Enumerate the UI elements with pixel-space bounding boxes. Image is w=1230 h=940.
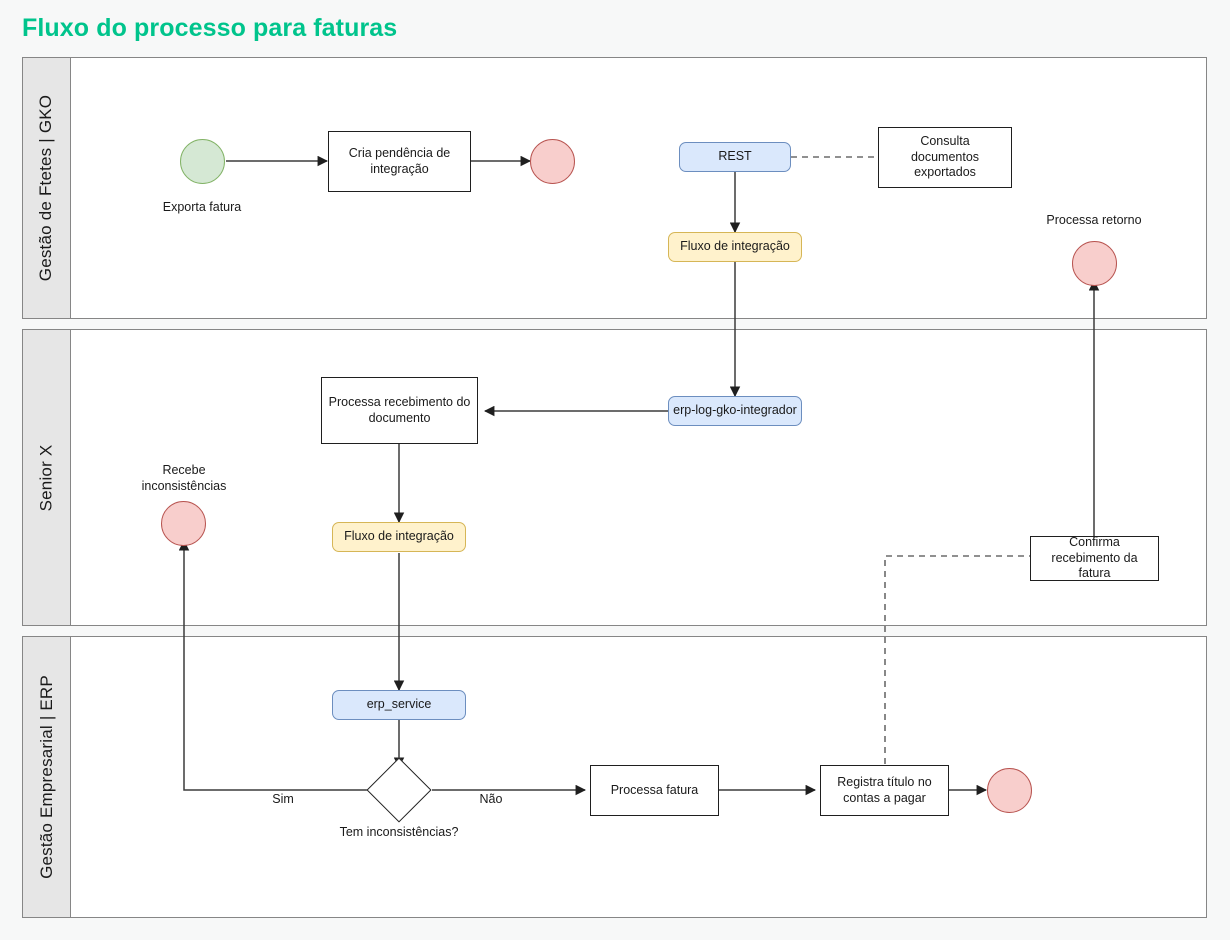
label-tem-inconsistencias: Tem inconsistências? xyxy=(339,825,459,839)
lane-erp-label: Gestão Empresarial | ERP xyxy=(36,675,56,879)
message-confirma-recebimento-da-fatura[interactable]: Confirma recebimento da fatura xyxy=(1030,535,1159,581)
flow-fluxo-de-integracao-gko[interactable]: Fluxo de integração xyxy=(668,232,802,262)
edge-label-nao: Não xyxy=(479,792,503,806)
service-erp-service[interactable]: erp_service xyxy=(332,690,466,720)
flow-fluxo-de-integracao-senior[interactable]: Fluxo de integração xyxy=(332,522,466,552)
end-event-processa-retorno[interactable] xyxy=(1072,241,1117,286)
label-processa-retorno: Processa retorno xyxy=(1046,213,1142,227)
task-processa-fatura[interactable]: Processa fatura xyxy=(590,765,719,816)
label-recebe-inconsistencias: Recebe inconsistências xyxy=(141,463,227,493)
edge-label-sim: Sim xyxy=(272,792,294,806)
message-consulta-documentos-exportados[interactable]: Consulta documentos exportados xyxy=(878,127,1012,188)
page-title: Fluxo do processo para faturas xyxy=(22,14,398,42)
task-cria-pendencia-de-integracao[interactable]: Cria pendência de integração xyxy=(328,131,471,192)
lane-senior-header: Senior X xyxy=(23,330,71,625)
lane-gko-label: Gestão de Ftetes | GKO xyxy=(36,94,56,282)
lane-gko-body xyxy=(71,58,1206,318)
start-event-exporta-fatura[interactable] xyxy=(180,139,225,184)
lane-erp-header: Gestão Empresarial | ERP xyxy=(23,637,71,917)
service-rest[interactable]: REST xyxy=(679,142,791,172)
lane-gko-header: Gestão de Ftetes | GKO xyxy=(23,58,71,318)
end-event-gko[interactable] xyxy=(530,139,575,184)
lane-gko: Gestão de Ftetes | GKO xyxy=(22,57,1207,319)
task-processa-recebimento-do-documento[interactable]: Processa recebimento do documento xyxy=(321,377,478,444)
label-exporta-fatura: Exporta fatura xyxy=(162,200,242,214)
task-registra-titulo-no-contas-a-pagar[interactable]: Registra título no contas a pagar xyxy=(820,765,949,816)
lane-senior-label: Senior X xyxy=(36,444,56,511)
end-event-erp[interactable] xyxy=(987,768,1032,813)
service-erp-log-gko-integrador[interactable]: erp-log-gko-integrador xyxy=(668,396,802,426)
end-event-recebe-inconsistencias[interactable] xyxy=(161,501,206,546)
